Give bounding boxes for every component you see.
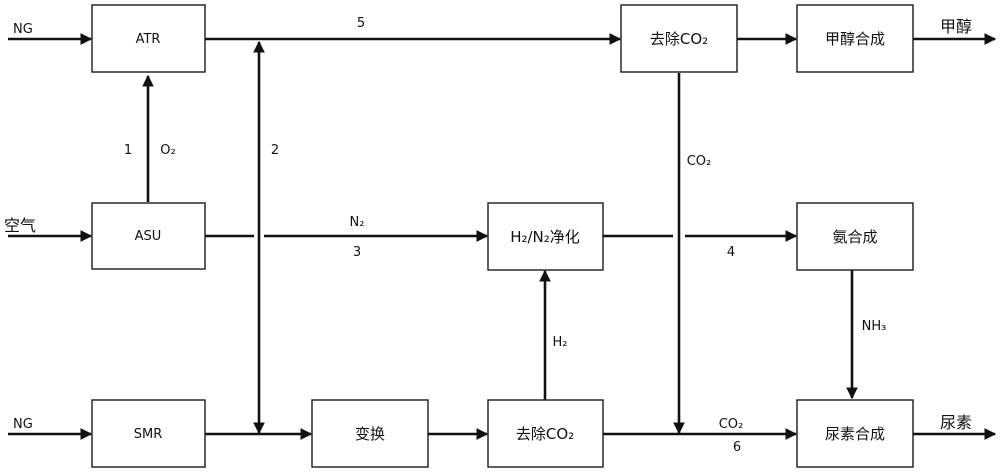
box-shift: 变换: [311, 399, 429, 468]
urea-output-label: 尿素: [940, 413, 972, 432]
smr-label: SMR: [134, 427, 163, 442]
stream-5-number: 5: [357, 16, 365, 31]
ng-top-label: NG: [13, 22, 33, 37]
stream-1-species: O₂: [160, 143, 175, 158]
stream-1-number: 1: [124, 143, 132, 158]
stream-3-number: 3: [353, 245, 361, 260]
ammonia-synthesis-label: 氨合成: [832, 228, 877, 246]
methanol-output-label: 甲醇: [940, 17, 972, 36]
box-purification: H₂/N₂净化: [487, 202, 604, 271]
box-ammonia-synthesis: 氨合成: [796, 202, 914, 271]
flow-lines: [8, 33, 997, 440]
stream-3-species: N₂: [350, 215, 365, 230]
atr-label: ATR: [136, 32, 161, 47]
box-asu: ASU: [91, 202, 206, 270]
asu-label: ASU: [135, 229, 162, 244]
stream-4-number: 4: [727, 245, 735, 260]
stream-2-number: 2: [271, 143, 279, 158]
stream-6-number: 6: [733, 440, 741, 455]
shift-label: 变换: [355, 425, 385, 443]
air-label: 空气: [4, 216, 36, 235]
h2-label: H₂: [553, 335, 568, 350]
methanol-synthesis-label: 甲醇合成: [825, 30, 885, 48]
co2-removal-top-label: 去除CO₂: [650, 30, 708, 48]
co2-vertical-label: CO₂: [687, 154, 712, 169]
box-co2-removal-bottom: 去除CO₂: [487, 399, 604, 468]
box-methanol-synthesis: 甲醇合成: [796, 4, 914, 73]
urea-synthesis-label: 尿素合成: [825, 425, 885, 443]
ng-bottom-label: NG: [13, 417, 33, 432]
co2-removal-bottom-label: 去除CO₂: [516, 425, 574, 443]
box-urea-synthesis: 尿素合成: [796, 399, 914, 468]
nh3-label: NH₃: [862, 319, 887, 334]
box-co2-removal-top: 去除CO₂: [620, 4, 738, 73]
box-smr: SMR: [91, 399, 206, 468]
co2-bottom-label: CO₂: [719, 417, 744, 432]
purification-label: H₂/N₂净化: [510, 228, 580, 246]
box-atr: ATR: [91, 4, 206, 73]
